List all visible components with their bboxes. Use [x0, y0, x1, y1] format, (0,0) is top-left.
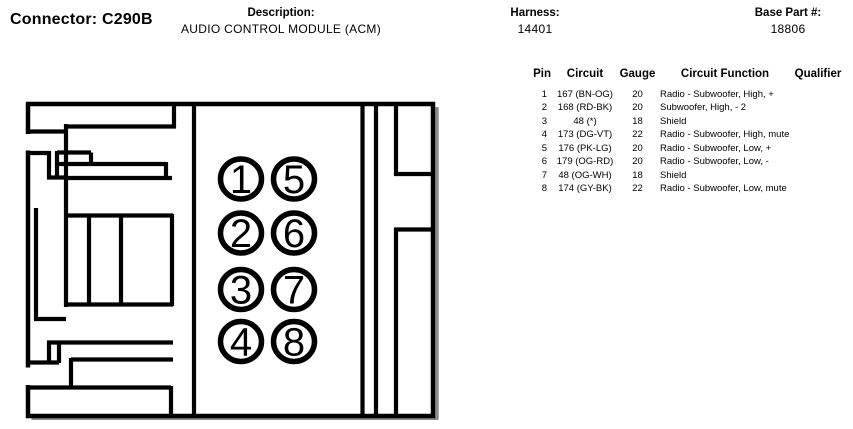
- cell-circuit: 173 (DG-VT): [557, 129, 613, 141]
- cell-pin: 7: [541, 169, 547, 181]
- cell-circuit: 176 (PK-LG): [558, 142, 612, 154]
- col-header-function: Circuit Function: [680, 68, 770, 80]
- pin-cavity-circle: [217, 156, 265, 202]
- pin-number-label: 1: [230, 158, 252, 202]
- harness-label: Harness:: [510, 7, 560, 19]
- harness-value: 14401: [517, 22, 553, 36]
- pin-cavity-circle: [217, 266, 265, 313]
- pin-table-row: 5 176 (PK-LG) 20 Radio - Subwoofer, Low,…: [528, 142, 850, 155]
- description-label: Description:: [247, 7, 315, 19]
- cell-circuit-function: Radio - Subwoofer, Low, +: [660, 142, 772, 154]
- cell-gauge: 18: [632, 115, 643, 127]
- cell-pin: 2: [541, 102, 547, 114]
- pin-number-label: 8: [283, 321, 305, 365]
- pin-number-label: 4: [230, 321, 252, 365]
- pin-table-row: 2 168 (RD-BK) 20 Subwoofer, High, - 2: [528, 101, 850, 114]
- description-block: Description: AUDIO CONTROL MODULE (ACM): [181, 7, 381, 36]
- cell-gauge: 20: [632, 102, 643, 114]
- cell-pin: 8: [541, 183, 547, 195]
- cell-circuit: 168 (RD-BK): [557, 102, 613, 114]
- pin-table-row: 3 48 (*) 18 Shield: [528, 115, 850, 128]
- pin-number-label: 7: [283, 269, 305, 313]
- cell-circuit: 167 (BN-OG): [557, 89, 613, 100]
- description-value: AUDIO CONTROL MODULE (ACM): [181, 22, 382, 36]
- cell-circuit-function: Radio - Subwoofer, Low, mute: [660, 183, 787, 195]
- cell-circuit-function: Shield: [660, 115, 687, 127]
- col-header-pin: Pin: [533, 68, 551, 80]
- pin-number-label: 5: [283, 158, 305, 202]
- base-part-value: 18806: [770, 22, 806, 36]
- left-edge-notch-bottom: [24, 367, 32, 385]
- cell-circuit-function: Radio - Subwoofer, High, mute: [660, 129, 790, 141]
- drawing-shadow: [31, 107, 439, 420]
- base-part-block: Base Part #: 18806: [688, 7, 853, 36]
- pin-cavity-circle: [217, 210, 265, 256]
- pin-cavity-circle: [270, 318, 318, 365]
- left-edge-notch-top: [24, 134, 32, 151]
- col-header-circuit: Circuit: [566, 68, 604, 80]
- pin-cavity-circle: [217, 318, 265, 365]
- connector-drawing: 1 2 3 4 5 6 7 8: [24, 101, 439, 420]
- pin-number-label: 3: [230, 269, 252, 313]
- pin-table: Pin Circuit Gauge Circuit Function Quali…: [528, 68, 850, 196]
- pin-cavity-circle: [270, 156, 318, 202]
- cell-gauge: 18: [632, 169, 643, 181]
- connector-detail-lines: [26, 104, 433, 416]
- base-part-label: Base Part #:: [754, 7, 822, 19]
- cell-gauge: 22: [632, 129, 643, 141]
- cell-pin: 3: [541, 115, 547, 127]
- pin-table-body: 1 167 (BN-OG) 20 Radio - Subwoofer, High…: [528, 88, 850, 196]
- cell-circuit: 48 (OG-WH): [558, 169, 612, 181]
- pin-table-row: 1 167 (BN-OG) 20 Radio - Subwoofer, High…: [528, 88, 850, 101]
- pin-table-row: 6 179 (OG-RD) 20 Radio - Subwoofer, Low,…: [528, 155, 850, 168]
- cell-circuit-function: Radio - Subwoofer, Low, -: [660, 156, 769, 168]
- col-header-gauge: Gauge: [619, 68, 656, 80]
- cell-gauge: 20: [632, 156, 643, 168]
- pin-cavity-circle: [270, 266, 318, 313]
- pin-table-row: 8 174 (GY-BK) 22 Radio - Subwoofer, Low,…: [528, 182, 850, 195]
- cell-gauge: 20: [632, 142, 643, 154]
- cell-gauge: 22: [632, 183, 643, 195]
- cell-pin: 1: [541, 89, 547, 100]
- pin-circles: 1 2 3 4 5 6 7 8: [217, 156, 318, 365]
- connector-title: Connector: C290B: [10, 11, 153, 28]
- cell-pin: 5: [541, 142, 547, 154]
- connector-outline: [25, 101, 436, 419]
- cell-circuit-function: Shield: [660, 169, 687, 181]
- pin-table-row: 4 173 (DG-VT) 22 Radio - Subwoofer, High…: [528, 128, 850, 141]
- pin-cavity-circle: [270, 210, 318, 256]
- harness-block: Harness: 14401: [435, 7, 635, 36]
- cell-pin: 4: [541, 129, 547, 141]
- cell-circuit: 174 (GY-BK): [558, 183, 612, 195]
- pin-number-label: 6: [283, 212, 305, 256]
- cell-gauge: 20: [632, 89, 643, 100]
- cell-pin: 6: [541, 156, 547, 168]
- pin-table-row: 7 48 (OG-WH) 18 Shield: [528, 169, 850, 182]
- cell-circuit-function: Subwoofer, High, - 2: [660, 102, 747, 114]
- cell-circuit: 179 (OG-RD): [556, 156, 614, 168]
- col-header-qualifier: Qualifier: [794, 68, 842, 80]
- pin-table-header: Pin Circuit Gauge Circuit Function Quali…: [528, 68, 850, 81]
- cell-circuit: 48 (*): [573, 115, 597, 127]
- cell-circuit-function: Radio - Subwoofer, High, +: [660, 89, 774, 100]
- pin-number-label: 2: [230, 212, 252, 256]
